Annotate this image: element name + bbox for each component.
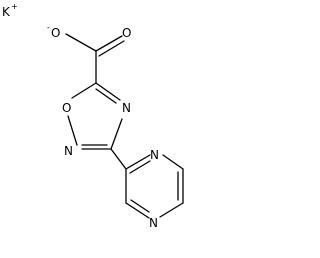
bond-o1-n2 xyxy=(67,115,78,146)
bond-c3-n4 xyxy=(110,118,123,150)
bond-n4-c5-a xyxy=(95,82,121,101)
oxadiazole-oxygen: O xyxy=(62,101,71,115)
bond-n4-c5-b xyxy=(95,88,117,104)
potassium-cation: K + xyxy=(2,2,18,19)
bond-c-o-double-a xyxy=(95,35,123,52)
pyrazine-bond-5-inner xyxy=(130,199,150,213)
pyrazine-bond-1 xyxy=(125,154,151,170)
carboxylate-group: - O O xyxy=(47,23,131,84)
pyrazine-bond-2 xyxy=(162,154,184,170)
pyrazine-n-upper: N xyxy=(150,148,159,162)
pyrazine-n-lower: N xyxy=(149,216,158,230)
pyrazine-bond-1-inner xyxy=(129,160,151,174)
bond-c-o-minus xyxy=(65,33,97,52)
carbonyl-oxygen: O xyxy=(122,26,131,40)
potassium-charge: + xyxy=(11,2,18,11)
pyrazine-bond-4 xyxy=(159,202,184,218)
oxadiazole-n2: N xyxy=(64,144,73,158)
potassium-symbol: K xyxy=(2,5,11,19)
oxadiazole-n4: N xyxy=(122,101,131,115)
pyrazine-bond-5 xyxy=(125,202,150,219)
pyrazine-ring: N N xyxy=(125,148,184,230)
bond-c5-o1 xyxy=(71,82,97,99)
chemical-structure: K + - O O O N N N N xyxy=(2,2,184,230)
oxide-oxygen: O xyxy=(51,26,60,40)
oxide-charge: - xyxy=(47,23,50,32)
oxadiazole-ring: O N N xyxy=(62,82,131,158)
bond-oxadiazole-pyrazine xyxy=(110,148,127,170)
bond-c-o-double-b xyxy=(98,40,125,57)
